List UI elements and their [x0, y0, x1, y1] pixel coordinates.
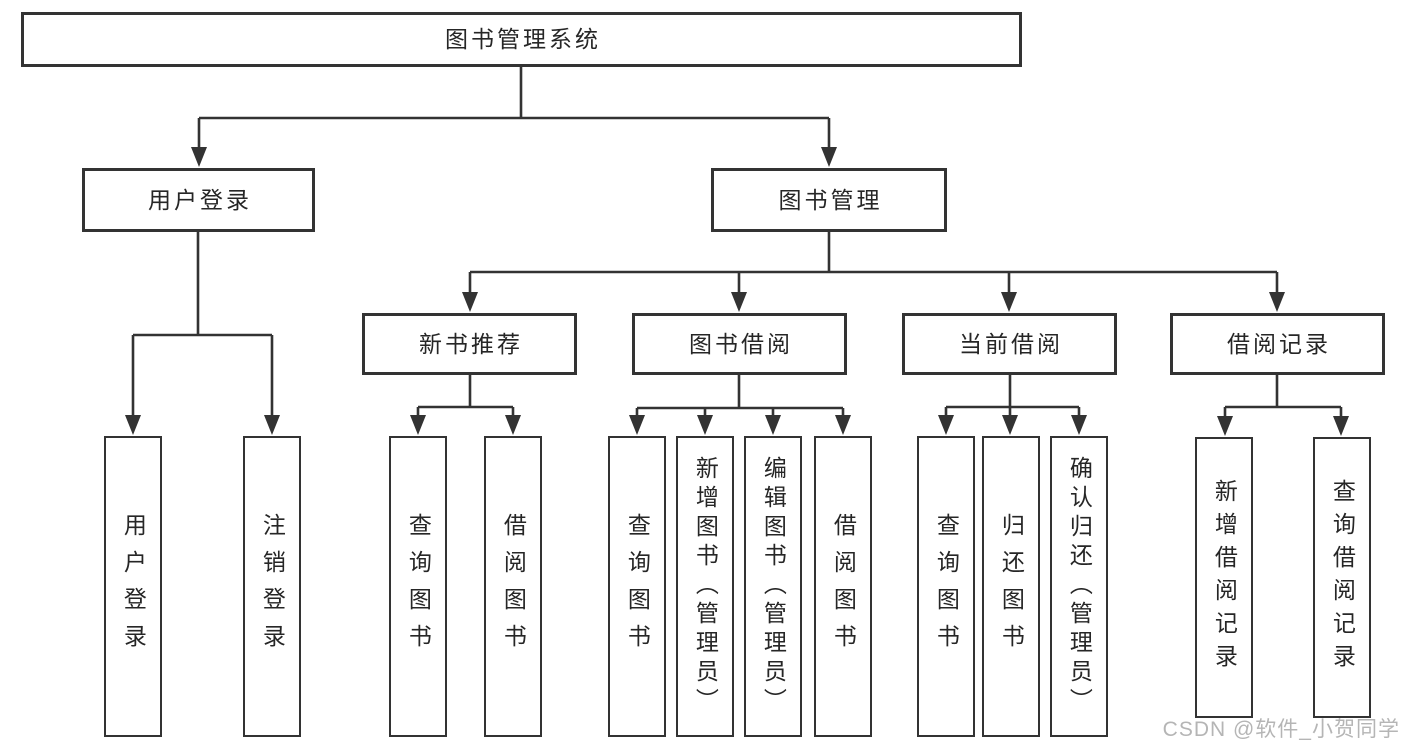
node-l3-borrow-records: 借阅记录	[1170, 313, 1385, 375]
arrowhead-icon	[1217, 416, 1233, 436]
arrowhead-icon	[765, 415, 781, 435]
connector-line	[635, 375, 845, 418]
arrowhead-icon	[731, 292, 747, 312]
node-label: 确认归还（管理员）	[1066, 456, 1093, 717]
node-leaf-bb-borrow-books: 借阅图书	[814, 436, 872, 737]
arrowhead-icon	[938, 415, 954, 435]
node-leaf-cb-query-books: 查询图书	[917, 436, 975, 737]
node-label: 图书管理	[778, 186, 883, 213]
node-leaf-nb-borrow-books: 借阅图书	[484, 436, 542, 737]
connector-line	[468, 232, 1279, 296]
arrowhead-icon	[697, 415, 713, 435]
node-leaf-br-add-record: 新增借阅记录	[1195, 437, 1253, 718]
arrowhead-icon	[410, 415, 426, 435]
arrowhead-icon	[191, 147, 207, 167]
node-leaf-bb-query-books: 查询图书	[608, 436, 666, 737]
connector-root-to-level2	[191, 67, 837, 167]
node-label: 新增借阅记录	[1211, 478, 1238, 677]
node-label: 查询图书	[933, 512, 960, 661]
node-label: 用户登录	[120, 512, 147, 661]
arrowhead-icon	[821, 147, 837, 167]
node-l2-user-login: 用户登录	[82, 168, 315, 232]
node-leaf-logout: 注销登录	[243, 436, 301, 737]
node-label: 归还图书	[998, 512, 1025, 661]
connector-user-login-to-leaves	[125, 232, 280, 435]
node-label: 图书管理系统	[445, 26, 601, 53]
arrowhead-icon	[629, 415, 645, 435]
node-leaf-nb-query-books: 查询图书	[389, 436, 447, 737]
node-label: 新书推荐	[419, 330, 523, 357]
connector-book-borrow-to-leaves	[629, 375, 851, 435]
arrowhead-icon	[264, 415, 280, 435]
node-leaf-cb-return-books: 归还图书	[982, 436, 1040, 737]
node-label: 借阅图书	[830, 512, 857, 661]
node-leaf-br-query-record: 查询借阅记录	[1313, 437, 1371, 718]
connector-line	[197, 67, 831, 150]
node-leaf-bb-edit-books: 编辑图书（管理员）	[744, 436, 802, 737]
arrowhead-icon	[1269, 292, 1285, 312]
connector-book-mgmt-to-level3	[462, 232, 1285, 312]
node-l2-book-mgmt: 图书管理	[711, 168, 947, 232]
node-label: 查询图书	[624, 512, 651, 661]
node-label: 注销登录	[259, 512, 286, 661]
connector-borrow-records-to-leaves	[1217, 375, 1349, 436]
node-label: 图书借阅	[689, 330, 793, 357]
node-label: 新增图书（管理员）	[692, 456, 719, 717]
arrowhead-icon	[1001, 292, 1017, 312]
node-label: 查询图书	[405, 512, 432, 661]
node-label: 编辑图书（管理员）	[760, 456, 787, 717]
node-l3-current-borrow: 当前借阅	[902, 313, 1117, 375]
connector-new-books-to-leaves	[410, 375, 521, 435]
node-l3-book-borrow: 图书借阅	[632, 313, 847, 375]
connector-line	[131, 232, 274, 417]
node-l3-new-books: 新书推荐	[362, 313, 577, 375]
connector-line	[944, 375, 1081, 418]
connector-line	[416, 375, 515, 418]
arrowhead-icon	[505, 415, 521, 435]
node-label: 借阅图书	[500, 512, 527, 661]
arrowhead-icon	[1333, 416, 1349, 436]
node-label: 当前借阅	[959, 330, 1063, 357]
node-leaf-user-login: 用户登录	[104, 436, 162, 737]
connector-current-borrow-to-leaves	[938, 375, 1087, 435]
arrowhead-icon	[1071, 415, 1087, 435]
node-root: 图书管理系统	[21, 12, 1022, 67]
node-leaf-bb-add-books: 新增图书（管理员）	[676, 436, 734, 737]
node-leaf-cb-confirm-return: 确认归还（管理员）	[1050, 436, 1108, 737]
arrowhead-icon	[125, 415, 141, 435]
arrowhead-icon	[1002, 415, 1018, 435]
node-label: 查询借阅记录	[1329, 478, 1356, 677]
csdn-watermark: CSDN @软件_小贺同学	[1162, 718, 1400, 741]
arrowhead-icon	[462, 292, 478, 312]
node-label: 借阅记录	[1227, 330, 1331, 357]
arrowhead-icon	[835, 415, 851, 435]
node-label: 用户登录	[148, 186, 252, 213]
connector-line	[1223, 375, 1343, 419]
